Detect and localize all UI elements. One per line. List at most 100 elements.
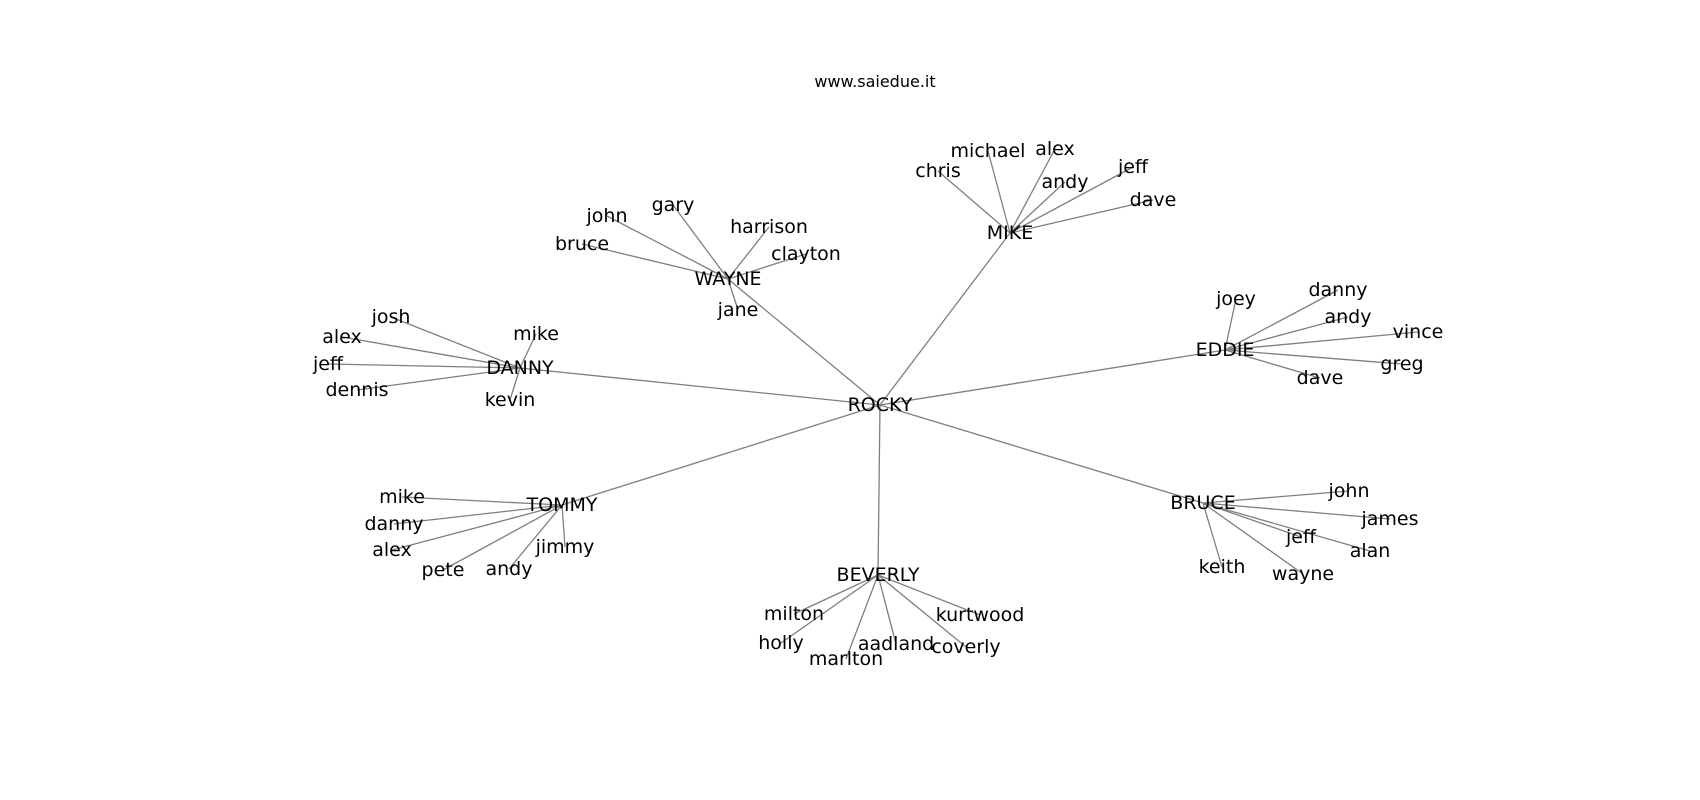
edge-tommy-mike — [401, 496, 563, 506]
node-hub-mike: MIKE — [987, 222, 1033, 244]
edge-mike-michael — [987, 150, 1011, 234]
edge-tommy-alex — [391, 504, 563, 551]
node-leaf-mike-chris: chris — [915, 160, 960, 182]
edge-beverly-kurtwood — [877, 574, 981, 616]
node-leaf-danny-jeff: jeff — [312, 353, 344, 375]
node-leaf-mike-dave: dave — [1130, 189, 1177, 211]
node-hub-danny: DANNY — [486, 357, 554, 379]
edge-bruce-keith — [1202, 502, 1223, 568]
node-leaf-tommy-danny: danny — [364, 513, 423, 535]
node-leaf-danny-kevin: kevin — [485, 389, 536, 411]
node-leaf-beverly-kurtwood: kurtwood — [936, 604, 1025, 626]
node-leaf-eddie-vince: vince — [1393, 321, 1444, 343]
node-leaf-eddie-joey: joey — [1215, 288, 1256, 310]
edge-rocky-beverly — [877, 404, 881, 576]
node-leaf-tommy-andy: andy — [486, 558, 533, 580]
edge-danny-josh — [390, 316, 521, 369]
node-hub-eddie: EDDIE — [1196, 339, 1255, 361]
node-hub-wayne: WAYNE — [694, 268, 761, 290]
node-leaf-wayne-harrison: harrison — [730, 216, 808, 238]
edge-tommy-andy — [508, 504, 563, 570]
edge-mike-dave — [1009, 199, 1154, 234]
edge-wayne-clayton — [727, 253, 807, 280]
edge-eddie-vince — [1224, 331, 1419, 351]
node-hub-beverly: BEVERLY — [837, 564, 920, 586]
node-leaf-beverly-milton: milton — [764, 603, 824, 625]
edge-eddie-andy — [1224, 316, 1349, 351]
node-leaf-tommy-pete: pete — [422, 559, 465, 581]
node-leaf-tommy-mike: mike — [379, 486, 425, 508]
node-leaf-danny-mike: mike — [513, 323, 559, 345]
node-leaf-mike-michael: michael — [951, 140, 1026, 162]
edge-bruce-alan — [1202, 502, 1371, 552]
node-hub-tommy: TOMMY — [526, 494, 598, 516]
edge-danny-alex — [341, 336, 521, 369]
edge-tommy-pete — [442, 504, 563, 571]
edge-tommy-jimmy — [561, 504, 566, 548]
node-leaf-mike-andy: andy — [1042, 171, 1089, 193]
node-leaf-bruce-jeff: jeff — [1285, 526, 1317, 548]
node-leaf-wayne-gary: gary — [652, 194, 695, 216]
edge-beverly-holly — [780, 574, 879, 644]
node-leaf-danny-josh: josh — [371, 306, 411, 328]
edge-beverly-aadland — [877, 574, 897, 645]
edge-rocky-tommy — [561, 404, 881, 506]
edge-rocky-bruce — [879, 404, 1204, 504]
node-leaf-bruce-john: john — [1328, 480, 1370, 502]
edge-wayne-gary — [672, 204, 729, 280]
edge-mike-jeff — [1009, 166, 1134, 234]
node-leaf-beverly-marlton: marlton — [809, 648, 883, 670]
edge-beverly-coverly — [877, 574, 967, 648]
edge-mike-chris — [937, 170, 1011, 234]
edge-beverly-milton — [793, 574, 879, 615]
edge-eddie-dave — [1224, 349, 1321, 379]
edge-wayne-bruce — [581, 243, 729, 280]
node-leaf-danny-alex: alex — [322, 326, 362, 348]
edge-eddie-danny — [1224, 289, 1339, 351]
node-leaf-bruce-james: james — [1360, 508, 1418, 530]
node-leaf-wayne-bruce: bruce — [555, 233, 609, 255]
edge-mike-andy — [1009, 181, 1066, 234]
edge-wayne-harrison — [727, 226, 770, 280]
edge-danny-jeff — [327, 363, 521, 369]
edge-danny-dennis — [356, 367, 521, 391]
edge-rocky-danny — [519, 367, 881, 406]
node-hub-bruce: BRUCE — [1170, 492, 1235, 514]
node-leaf-wayne-jane: jane — [717, 299, 759, 321]
edge-rocky-wayne — [727, 278, 881, 406]
edge-rocky-mike — [879, 232, 1011, 406]
edge-bruce-john — [1202, 490, 1350, 504]
edge-wayne-john — [606, 215, 729, 280]
edges — [327, 148, 1419, 660]
edge-wayne-jane — [727, 278, 739, 311]
node-leaf-danny-dennis: dennis — [325, 379, 388, 401]
node-leaf-beverly-coverly: coverly — [931, 636, 1000, 658]
edge-mike-alex — [1009, 148, 1056, 234]
edge-bruce-james — [1202, 502, 1391, 520]
page-title: www.saiedue.it — [814, 72, 936, 91]
node-leaf-wayne-john: john — [586, 205, 628, 227]
node-leaf-mike-jeff: jeff — [1117, 156, 1149, 178]
node-leaf-beverly-aadland: aadland — [858, 633, 934, 655]
edge-danny-kevin — [509, 367, 521, 401]
node-leaf-tommy-jimmy: jimmy — [535, 536, 595, 558]
node-leaf-beverly-holly: holly — [758, 632, 803, 654]
node-leaf-eddie-danny: danny — [1308, 279, 1367, 301]
edge-bruce-wayne — [1202, 502, 1304, 575]
node-leaf-eddie-andy: andy — [1325, 306, 1372, 328]
node-root-rocky: ROCKY — [848, 394, 913, 416]
edge-danny-mike — [519, 333, 537, 369]
edge-tommy-danny — [393, 504, 563, 525]
edge-rocky-eddie — [879, 349, 1226, 406]
edge-beverly-marlton — [845, 574, 879, 660]
node-leaf-tommy-alex: alex — [372, 539, 412, 561]
edge-eddie-greg — [1224, 349, 1403, 365]
node-leaf-eddie-dave: dave — [1297, 367, 1344, 389]
node-leaf-mike-alex: alex — [1035, 138, 1075, 160]
node-leaf-bruce-wayne: wayne — [1272, 563, 1334, 585]
node-leaf-bruce-alan: alan — [1350, 540, 1391, 562]
node-leaf-eddie-greg: greg — [1380, 353, 1423, 375]
edge-bruce-jeff — [1202, 502, 1302, 538]
